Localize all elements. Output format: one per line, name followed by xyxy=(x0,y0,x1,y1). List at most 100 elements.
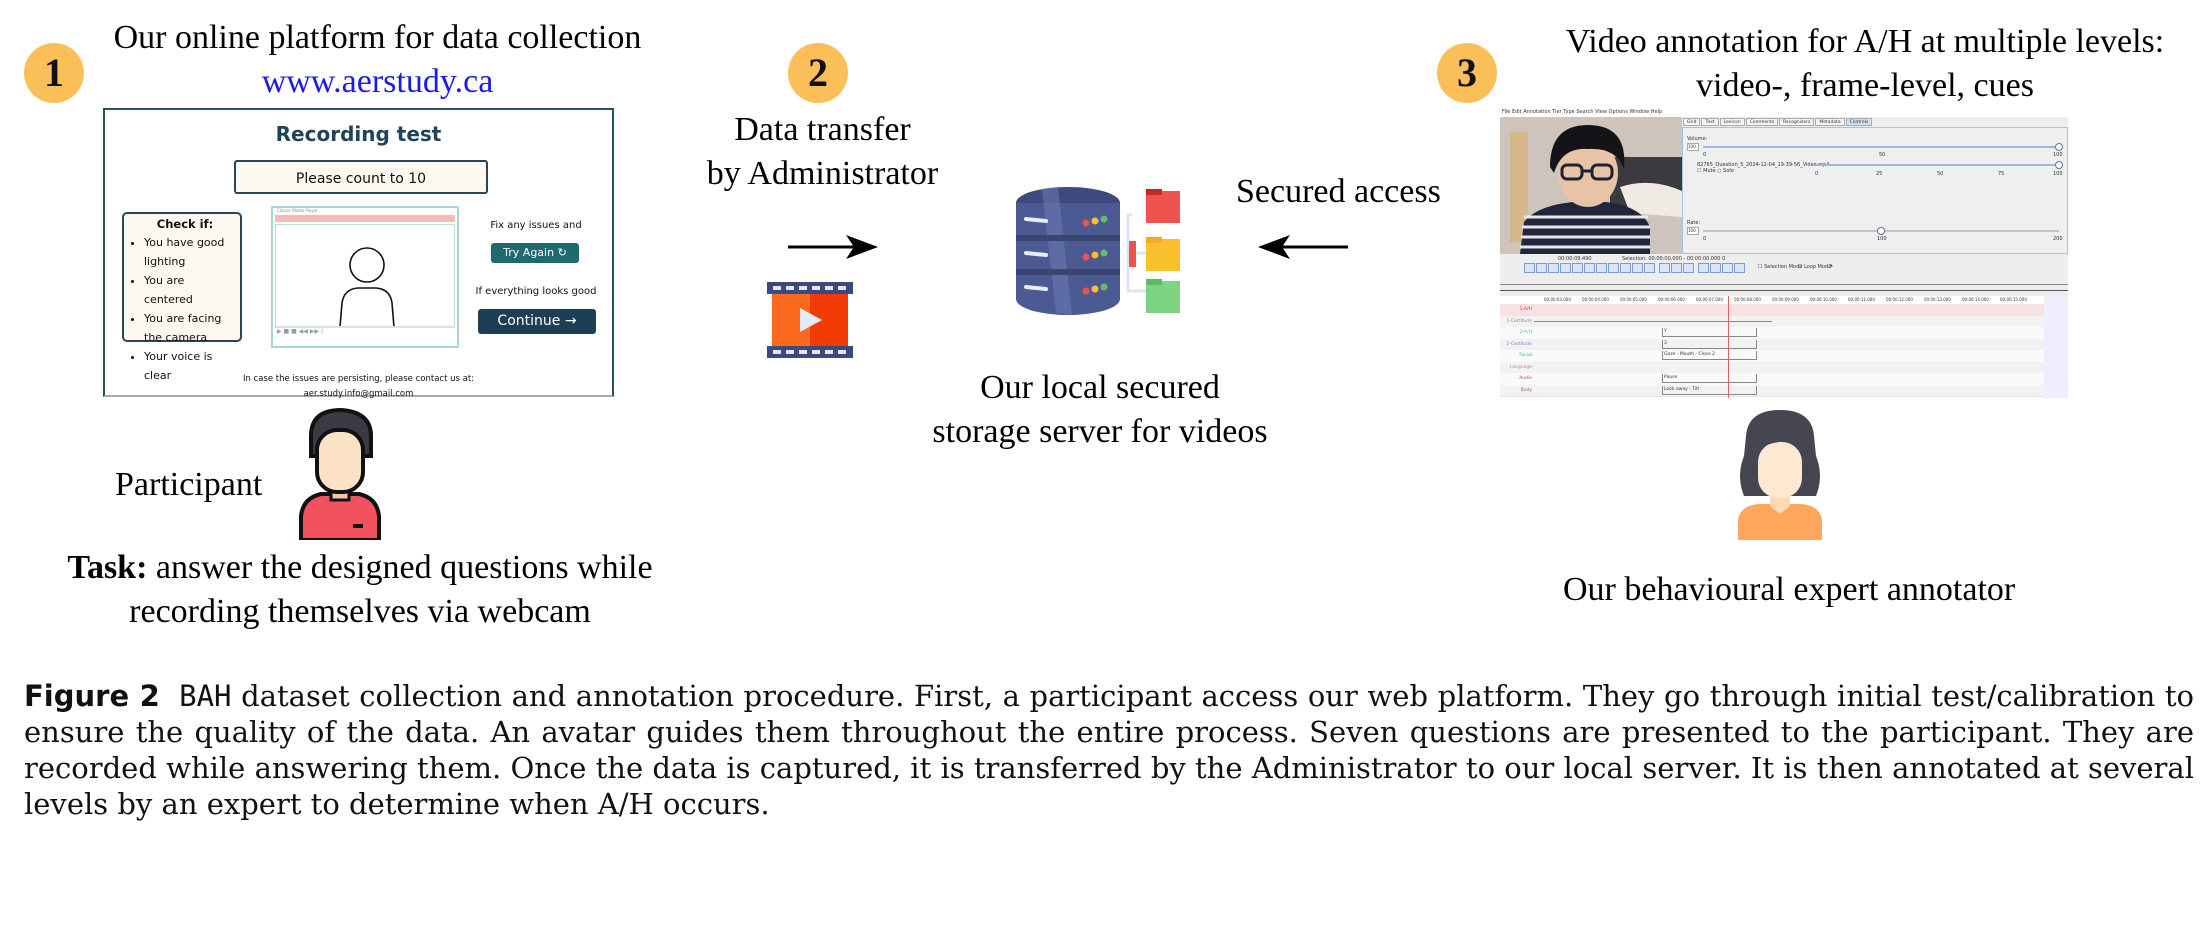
annotator-avatar-icon xyxy=(1738,410,1822,540)
annotation-span[interactable]: Gaze - Mouth - Close 2 xyxy=(1662,351,1757,360)
contact-email[interactable]: aer.study.info@gmail.com xyxy=(303,389,414,399)
playback-button[interactable] xyxy=(1536,263,1547,273)
figure-label: Figure 2 xyxy=(24,679,160,713)
ruler-tick-label: 00:00:05.000 xyxy=(1620,297,1647,302)
rate-slider-knob[interactable] xyxy=(1877,227,1885,235)
person-outline-icon xyxy=(339,247,395,328)
annotation-span[interactable]: 3 xyxy=(1662,339,1757,349)
selection-button[interactable] xyxy=(1659,263,1671,273)
media-tick: 50 xyxy=(1937,171,1944,177)
elan-annotation-screenshot: File Edit Annotation Tier Type Search Vi… xyxy=(1500,108,2068,398)
annotation-span[interactable]: Look away - Tilt xyxy=(1662,385,1757,395)
tier-name: Facial xyxy=(1519,353,1532,358)
media-tick: 0 xyxy=(1815,171,1819,177)
ruler-tick-label: 00:00:03.000 xyxy=(1544,297,1571,302)
selection-readout: Selection: 00:00:00.000 - 00:00:00.000 0 xyxy=(1622,256,1726,262)
annotation-span[interactable]: Pause xyxy=(1662,374,1757,383)
step-1-title: Our online platform for data collection … xyxy=(70,16,685,104)
continue-label: Continue xyxy=(497,313,561,329)
mute-checkbox[interactable]: ☐ Mute ○ Solo xyxy=(1697,168,1734,174)
media-volume-slider-knob[interactable] xyxy=(2055,161,2063,169)
tier-name: 1-A/H xyxy=(1519,307,1532,312)
playback-buttons[interactable] xyxy=(1524,263,1746,275)
tab-lexicon[interactable]: Lexicon xyxy=(1719,118,1745,126)
step-3-badge: 3 xyxy=(1437,43,1497,103)
media-tick: 100 xyxy=(2053,171,2063,177)
selection-mode-checkbox[interactable]: ☐ Selection Mode xyxy=(1758,264,1803,270)
volume-input[interactable]: 100 xyxy=(1687,143,1699,151)
elan-menu-bar[interactable]: File Edit Annotation Tier Type Search Vi… xyxy=(1500,108,2068,117)
task-description: Task: answer the designed questions whil… xyxy=(30,546,690,634)
volume-slider-knob[interactable] xyxy=(2055,143,2063,151)
waveform-line xyxy=(1500,290,2068,291)
tab-grid[interactable]: Grid xyxy=(1683,118,1701,126)
playback-button[interactable] xyxy=(1596,263,1607,273)
media-file-name: 82765_Question_5_2024-12-04_19-39-56_Vid… xyxy=(1697,162,1830,168)
dataset-name: BAH xyxy=(179,679,232,713)
tier-row[interactable]: Body Look away - Tilt xyxy=(1500,384,2044,397)
playback-button[interactable] xyxy=(1644,263,1655,273)
annotation-span[interactable]: Y xyxy=(1662,328,1757,337)
playback-button[interactable] xyxy=(1632,263,1643,273)
controls-panel: Volume: 100 0 50 100 82765_Question_5_20… xyxy=(1682,127,2068,254)
tier-name: Audio xyxy=(1519,376,1532,381)
timeline-scrollbar[interactable] xyxy=(2044,296,2068,398)
nav-button[interactable] xyxy=(1734,263,1746,273)
tab-comments[interactable]: Comments xyxy=(1745,118,1779,126)
tab-controls[interactable]: Controls xyxy=(1845,118,1873,126)
playback-button[interactable] xyxy=(1608,263,1619,273)
playback-button[interactable] xyxy=(1560,263,1571,273)
media-volume-slider[interactable] xyxy=(1815,164,2059,166)
playback-button[interactable] xyxy=(1572,263,1583,273)
step-2-badge: 2 xyxy=(788,43,848,103)
checklist-box: Check if: You have good lighting You are… xyxy=(122,212,242,382)
storage-server-icon xyxy=(1016,187,1180,315)
participant-label: Participant xyxy=(115,466,263,503)
annotation-span[interactable] xyxy=(1534,320,1772,322)
player-menu-bar xyxy=(275,215,455,222)
rate-input[interactable]: 100 xyxy=(1687,227,1699,235)
ruler-tick-label: 00:00:06.000 xyxy=(1658,297,1685,302)
rate-tick: 200 xyxy=(2053,236,2063,242)
nav-button[interactable] xyxy=(1710,263,1722,273)
ruler-tick-label: 00:00:12.000 xyxy=(1886,297,1913,302)
playback-button[interactable] xyxy=(1620,263,1631,273)
player-controls[interactable]: ▶ ■ ■ ◀◀ ▶▶ | xyxy=(277,326,453,342)
tab-recognizers[interactable]: Recognizers xyxy=(1779,118,1815,126)
selection-button[interactable] xyxy=(1683,263,1695,273)
arrow-right-icon xyxy=(788,235,878,259)
continue-button[interactable]: Continue → xyxy=(478,309,596,334)
playback-button[interactable] xyxy=(1524,263,1535,273)
tab-text[interactable]: Text xyxy=(1701,118,1719,126)
play-button[interactable] xyxy=(1584,263,1595,273)
ruler-tick-label: 00:00:08.000 xyxy=(1734,297,1761,302)
checklist-item: Your voice is clear xyxy=(144,347,236,385)
playback-button[interactable] xyxy=(1548,263,1559,273)
volume-slider[interactable] xyxy=(1703,146,2059,148)
platform-url-link[interactable]: www.aerstudy.ca xyxy=(261,63,494,100)
ruler-tick-label: 00:00:07.000 xyxy=(1696,297,1723,302)
loop-mode-checkbox[interactable]: ☐ Loop Mode xyxy=(1798,264,1832,270)
nav-button[interactable] xyxy=(1698,263,1710,273)
tier-name: Body xyxy=(1520,387,1532,393)
video-file-icon xyxy=(767,282,853,358)
selection-button[interactable] xyxy=(1671,263,1683,273)
server-label-line1: Our local secured xyxy=(980,369,1220,406)
arrow-right-icon: → xyxy=(564,313,577,329)
fix-issues-text: Fix any issues and xyxy=(490,220,582,231)
step-2-title-line1: Data transfer xyxy=(734,111,911,148)
checklist-item: You are facing the camera xyxy=(144,309,236,347)
volume-tick: 0 xyxy=(1703,152,1707,158)
volume-icon[interactable]: 🔈 xyxy=(1828,263,1835,269)
ruler-tick-label: 00:00:04.000 xyxy=(1582,297,1609,302)
nav-button[interactable] xyxy=(1722,263,1734,273)
ruler-tick-label: 00:00:14.000 xyxy=(1962,297,1989,302)
tab-metadata[interactable]: Metadata xyxy=(1815,118,1845,126)
step-1-badge: 1 xyxy=(24,43,84,103)
task-text: answer the designed questions while reco… xyxy=(129,549,653,630)
playhead-cursor[interactable] xyxy=(1728,296,1729,398)
selection-mode-label: Selection Mode xyxy=(1764,264,1803,270)
try-again-button[interactable]: Try Again ↻ xyxy=(491,243,579,263)
checklist-item: You have good lighting xyxy=(144,233,236,271)
tier-name: Language xyxy=(1509,364,1532,370)
